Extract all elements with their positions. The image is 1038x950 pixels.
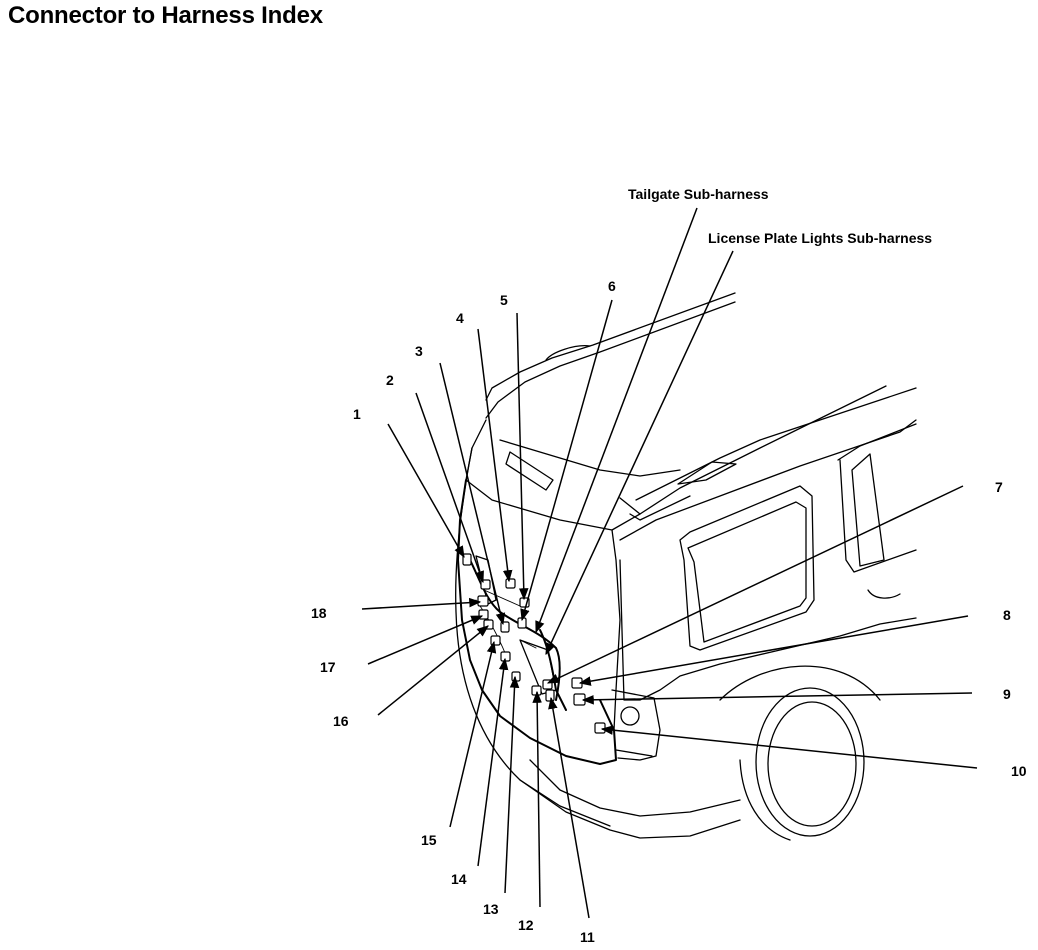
leader-18 [361, 597, 482, 610]
leader-15 [449, 640, 497, 828]
callout-numbers: 1 2 3 4 5 6 7 8 9 10 11 12 13 14 15 16 1… [311, 278, 1027, 945]
connector-4 [505, 578, 516, 589]
vehicle-outline [455, 292, 917, 841]
connector-17 [478, 609, 489, 620]
leader-lines [361, 207, 978, 919]
leader-10 [600, 725, 978, 769]
leader-3 [439, 362, 506, 626]
license-plate-lights-sub-harness-label: License Plate Lights Sub-harness [708, 230, 932, 246]
callout-3: 3 [415, 343, 423, 359]
page-title: Connector to Harness Index [8, 2, 323, 29]
leader-2 [415, 392, 484, 584]
callout-1: 1 [353, 406, 361, 422]
leader-8 [578, 615, 969, 686]
callout-18: 18 [311, 605, 327, 621]
leader-4 [477, 328, 513, 583]
leader-license [545, 250, 734, 656]
leader-tailgate [535, 207, 698, 634]
callout-4: 4 [456, 310, 464, 326]
leader-6 [520, 299, 613, 622]
leader-17 [367, 615, 484, 665]
callout-16: 16 [333, 713, 349, 729]
connector-1 [462, 553, 472, 566]
callout-9: 9 [1003, 686, 1011, 702]
callout-11: 11 [580, 929, 595, 945]
callout-8: 8 [1003, 607, 1011, 623]
connector-15 [490, 635, 501, 646]
callout-15: 15 [421, 832, 437, 848]
license-plate-lights-sub-harness-wire [519, 629, 567, 711]
connector-18 [477, 595, 489, 607]
connectors [462, 553, 606, 734]
leader-11 [548, 696, 590, 919]
leader-14 [477, 657, 509, 867]
leader-12 [532, 690, 542, 908]
connector-11 [545, 689, 555, 702]
callout-13: 13 [483, 901, 499, 917]
callout-14: 14 [451, 871, 467, 887]
leader-9 [581, 692, 973, 705]
callout-2: 2 [386, 372, 394, 388]
callout-17: 17 [320, 659, 336, 675]
callout-5: 5 [500, 292, 508, 308]
leader-1 [387, 423, 465, 559]
callout-7: 7 [995, 479, 1003, 495]
leader-7 [546, 485, 964, 684]
leader-13 [504, 675, 520, 894]
callout-12: 12 [518, 917, 534, 933]
connector-13 [511, 671, 521, 682]
connector-10 [594, 722, 606, 734]
callout-10: 10 [1011, 763, 1027, 779]
tailgate-sub-harness-label: Tailgate Sub-harness [628, 186, 769, 202]
callout-6: 6 [608, 278, 616, 294]
leader-5 [516, 312, 529, 601]
leader-16 [377, 625, 489, 716]
